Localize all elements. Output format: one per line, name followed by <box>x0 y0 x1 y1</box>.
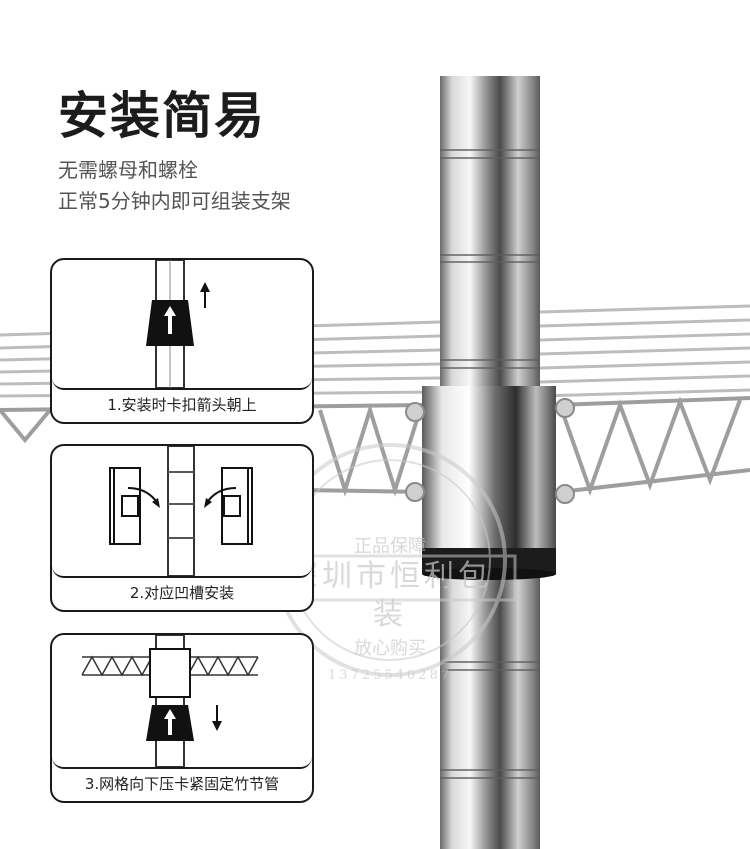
clip-half-right <box>221 467 253 545</box>
arrow-down-icon <box>212 705 222 731</box>
stamp-line2: 放心购买 <box>354 638 426 659</box>
stamp-text: 正品保障 深圳市恒利包装 放心购买 13725540287 <box>275 532 505 683</box>
wire-grid <box>81 655 259 677</box>
subtitle-line-1: 无需螺母和螺栓 <box>58 158 198 182</box>
step-1-illustration <box>52 260 312 390</box>
step-card-1: 1.安装时卡扣箭头朝上 <box>50 258 314 424</box>
subtitle-line-2: 正常5分钟内即可组装支架 <box>58 189 291 213</box>
step-card-3: 3.网格向下压卡紧固定竹节管 <box>50 633 314 803</box>
step-card-2: 2.对应凹槽安装 <box>50 444 314 612</box>
curved-arrow-icon <box>127 487 237 505</box>
step-3-illustration <box>52 635 312 769</box>
step-3-caption: 3.网格向下压卡紧固定竹节管 <box>84 775 280 793</box>
grid-collar <box>149 648 191 698</box>
arrow-up-icon <box>200 282 210 308</box>
shelf-collar <box>422 386 556 548</box>
headline: 安装简易 <box>58 87 266 145</box>
stamp-phone: 13725540287 <box>328 668 452 683</box>
clip-half-left <box>109 467 141 545</box>
step-2-caption: 2.对应凹槽安装 <box>129 584 235 602</box>
step-1-caption: 1.安装时卡扣箭头朝上 <box>107 396 257 414</box>
stamp-line1: 正品保障 <box>354 536 426 557</box>
step-2-illustration <box>52 446 312 578</box>
stamp-center-text: 深圳市恒利包装 <box>288 559 492 632</box>
